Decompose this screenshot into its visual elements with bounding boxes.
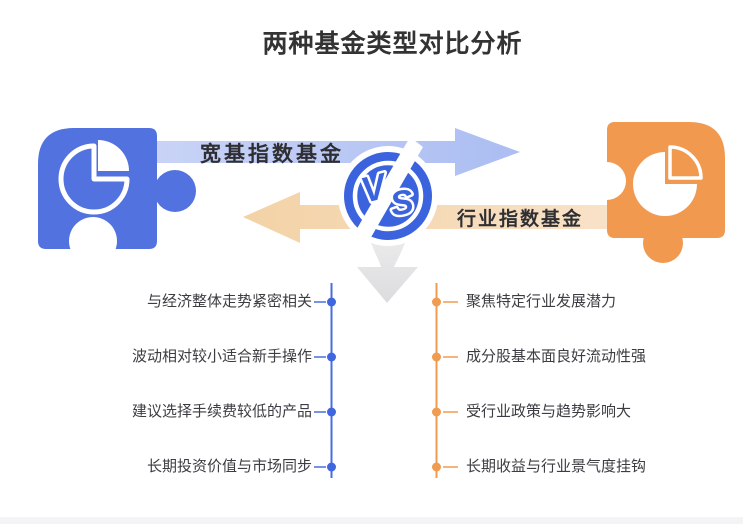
puzzle-hole	[588, 162, 626, 200]
bullet-dot	[432, 297, 441, 307]
bullet-dot	[327, 352, 336, 362]
broad-fund-label: 宽基指数基金	[200, 143, 344, 166]
list-item: 长期投资价值与市场同步	[146, 458, 312, 475]
list-item: 与经济整体走势紧密相关	[146, 293, 312, 310]
sector-fund-timeline	[432, 283, 458, 478]
list-item: 成分股基本面良好流动性强	[466, 348, 647, 365]
down-arrow	[357, 235, 418, 303]
puzzle-knob	[154, 170, 196, 212]
sector-fund-point-list: 聚焦特定行业发展潜力 成分股基本面良好流动性强 受行业政策与趋势影响大 长期收益…	[466, 291, 726, 511]
puzzle-piece-orange	[588, 122, 725, 263]
vs-badge: V S	[338, 137, 438, 253]
bullet-dot	[432, 407, 441, 417]
bullet-dot	[432, 352, 441, 362]
broad-fund-timeline	[314, 283, 336, 478]
broad-fund-point-list: 与经济整体走势紧密相关 波动相对较小适合新手操作 建议选择手续费较低的产品 长期…	[60, 291, 312, 511]
list-item: 长期收益与行业景气度挂钩	[466, 458, 647, 475]
bottom-bar	[0, 517, 743, 524]
puzzle-piece-blue	[38, 128, 196, 265]
puzzle-hole	[69, 217, 117, 265]
list-item: 建议选择手续费较低的产品	[131, 403, 312, 420]
bullet-dot	[327, 462, 336, 472]
list-item: 受行业政策与趋势影响大	[466, 403, 632, 420]
bullet-dot	[327, 297, 336, 307]
bullet-dot	[327, 407, 336, 417]
sector-fund-label: 行业指数基金	[456, 209, 583, 230]
vs-badge-ring	[352, 160, 424, 232]
pie-chart-icon-orange	[633, 145, 703, 216]
list-item: 波动相对较小适合新手操作	[131, 348, 312, 365]
bullet-dot	[432, 462, 441, 472]
lightning-slash-icon	[351, 137, 423, 253]
page-title: 两种基金类型对比分析	[262, 30, 523, 58]
list-item: 聚焦特定行业发展潜力	[466, 293, 617, 310]
puzzle-knob	[643, 223, 683, 263]
pie-chart-icon-blue	[58, 140, 130, 215]
broad-fund-arrow	[155, 128, 520, 176]
